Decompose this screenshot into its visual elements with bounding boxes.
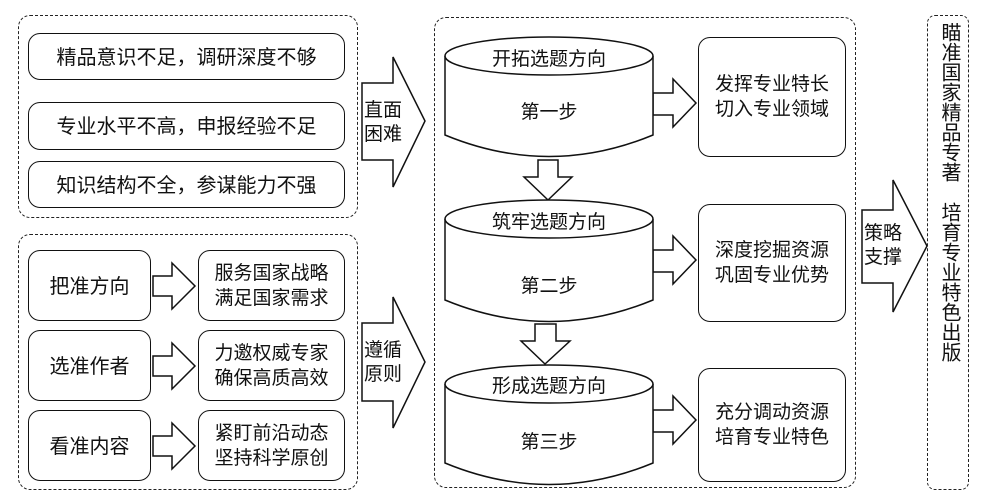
face-difficulties-label: 直面 困难 — [364, 98, 402, 146]
arrow-label-line: 原则 — [364, 363, 403, 385]
principle-label: 选准作者 — [49, 353, 130, 378]
principle-arrow-3 — [152, 421, 197, 471]
difficulty-text: 专业水平不高，申报经验不足 — [56, 114, 317, 138]
step3-label: 第三步 — [520, 431, 578, 453]
follow-principles-label: 遵循 原则 — [364, 338, 402, 386]
goal-group — [927, 15, 969, 490]
result-line: 培育专业特色 — [714, 426, 829, 448]
result-line: 巩固专业优势 — [714, 264, 829, 286]
difficulties-group — [18, 15, 358, 218]
step2-result-arrow — [652, 234, 698, 286]
difficulty-item: 精品意识不足，调研深度不够 — [28, 33, 345, 80]
step3-cylinder — [444, 364, 654, 486]
principle-detail-line: 确保高质高效 — [214, 366, 329, 389]
result-line: 切入专业领域 — [714, 98, 829, 120]
principle-detail-box: 服务国家战略 满足国家需求 — [198, 250, 345, 321]
difficulty-item: 知识结构不全，参谋能力不强 — [28, 161, 345, 208]
step3-result-arrow — [652, 394, 698, 446]
strategy-support-arrow — [861, 179, 928, 313]
step1-label: 第一步 — [520, 101, 578, 123]
principle-label-box: 选准作者 — [28, 330, 151, 401]
principle-detail-line: 坚持科学原创 — [214, 446, 329, 469]
principles-group — [18, 234, 358, 490]
steps-group — [434, 17, 856, 488]
principle-label-box: 把准方向 — [28, 250, 151, 321]
step3-title: 形成选题方向 — [491, 375, 606, 397]
step2-title: 筑牢选题方向 — [491, 211, 606, 233]
principle-detail-box: 紧盯前沿动态 坚持科学原创 — [198, 410, 345, 481]
difficulty-text: 知识结构不全，参谋能力不强 — [56, 172, 317, 197]
step1-result-box: 发挥专业特长 切入专业领域 — [698, 37, 846, 157]
principle-detail-line: 满足国家需求 — [214, 286, 329, 309]
step3-result-box: 充分调动资源 培育专业特色 — [698, 368, 846, 482]
principle-label-box: 看准内容 — [28, 410, 151, 481]
arrow-label-line: 策略 — [864, 222, 903, 244]
result-line: 深度挖掘资源 — [714, 239, 829, 261]
step1-to-step2-arrow — [522, 159, 574, 202]
arrow-label-line: 困难 — [364, 123, 403, 145]
result-line: 发挥专业特长 — [714, 73, 829, 95]
principle-detail-line: 力邀权威专家 — [214, 341, 329, 364]
principle-detail-line: 服务国家战略 — [214, 261, 329, 284]
step1-cylinder — [444, 36, 654, 158]
principle-detail-line: 紧盯前沿动态 — [214, 421, 329, 444]
result-line: 充分调动资源 — [714, 401, 829, 423]
step2-result-box: 深度挖掘资源 巩固专业优势 — [698, 204, 846, 322]
goal-text: 瞄准国家精品专著 培育专业特色出版 — [938, 22, 962, 362]
arrow-label-line: 直面 — [364, 99, 403, 121]
principle-arrow-1 — [152, 261, 197, 311]
step2-cylinder — [444, 199, 654, 323]
step1-title: 开拓选题方向 — [491, 48, 606, 70]
difficulty-text: 精品意识不足，调研深度不够 — [56, 44, 317, 69]
step2-label: 第二步 — [520, 275, 578, 297]
step2-to-step3-arrow — [519, 323, 572, 366]
step1-result-arrow — [652, 77, 698, 129]
principle-detail-box: 力邀权威专家 确保高质高效 — [198, 330, 345, 401]
face-difficulties-arrow — [361, 56, 426, 188]
principle-label: 看准内容 — [49, 433, 130, 458]
arrow-label-line: 遵循 — [364, 339, 403, 361]
principle-label: 把准方向 — [49, 273, 130, 298]
difficulty-item: 专业水平不高，申报经验不足 — [28, 102, 345, 150]
arrow-label-line: 支撑 — [864, 246, 903, 268]
strategy-support-label: 策略 支撑 — [864, 221, 902, 269]
follow-principles-arrow — [361, 296, 426, 429]
principle-arrow-2 — [152, 341, 197, 391]
